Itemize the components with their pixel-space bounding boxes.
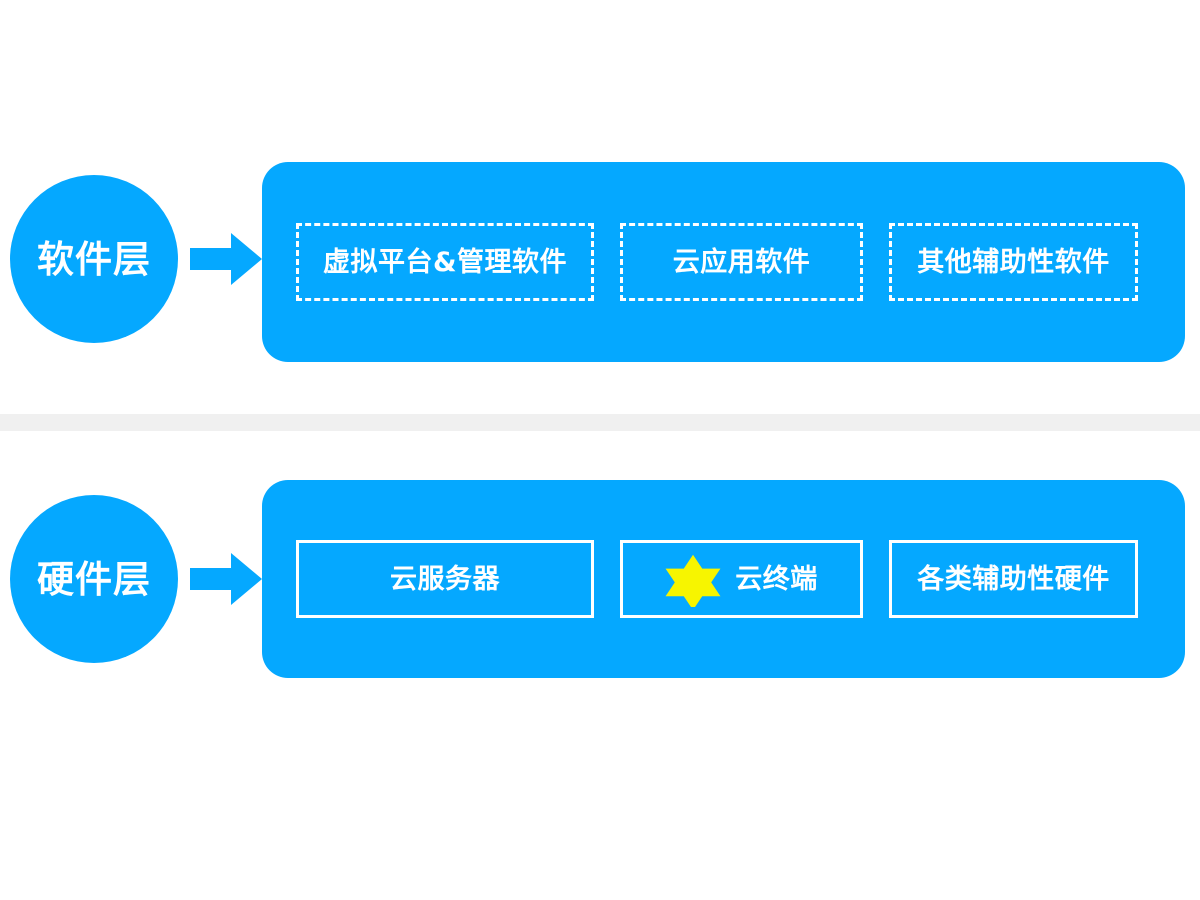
software-item-other-auxiliary-label: 其他辅助性软件 xyxy=(917,246,1110,278)
hardware-item-auxiliary-hardware[interactable]: 各类辅助性硬件 xyxy=(889,540,1138,618)
software-layer-circle-label: 软件层 xyxy=(37,237,151,281)
software-item-virtual-platform-label: 虚拟平台&管理软件 xyxy=(322,246,568,278)
software-layer-arrow-icon xyxy=(190,231,262,287)
hardware-item-auxiliary-hardware-label: 各类辅助性硬件 xyxy=(917,563,1110,595)
hardware-layer-circle-label: 硬件层 xyxy=(37,557,151,601)
hardware-layer-arrow-icon xyxy=(190,551,262,607)
hardware-layer-panel: 云服务器 云终端 各类辅助性硬件 xyxy=(262,480,1185,678)
hardware-item-cloud-server[interactable]: 云服务器 xyxy=(296,540,594,618)
section-divider xyxy=(0,414,1200,431)
hardware-item-cloud-server-label: 云服务器 xyxy=(390,563,500,595)
hardware-item-cloud-terminal[interactable]: 云终端 xyxy=(620,540,863,618)
software-item-virtual-platform[interactable]: 虚拟平台&管理软件 xyxy=(296,223,594,301)
six-point-star-icon xyxy=(665,554,721,607)
hardware-item-cloud-terminal-label: 云终端 xyxy=(735,563,818,595)
software-layer-circle[interactable]: 软件层 xyxy=(10,175,178,343)
software-layer-row: 软件层 虚拟平台&管理软件 云应用软件 其他辅助性软件 xyxy=(0,162,1200,362)
software-item-cloud-app-label: 云应用软件 xyxy=(672,246,811,278)
software-item-cloud-app[interactable]: 云应用软件 xyxy=(620,223,863,301)
hardware-layer-row: 硬件层 云服务器 云终端 各类辅助性硬件 xyxy=(0,480,1200,680)
hardware-layer-circle[interactable]: 硬件层 xyxy=(10,495,178,663)
software-layer-panel: 虚拟平台&管理软件 云应用软件 其他辅助性软件 xyxy=(262,162,1185,362)
software-item-other-auxiliary[interactable]: 其他辅助性软件 xyxy=(889,223,1138,301)
